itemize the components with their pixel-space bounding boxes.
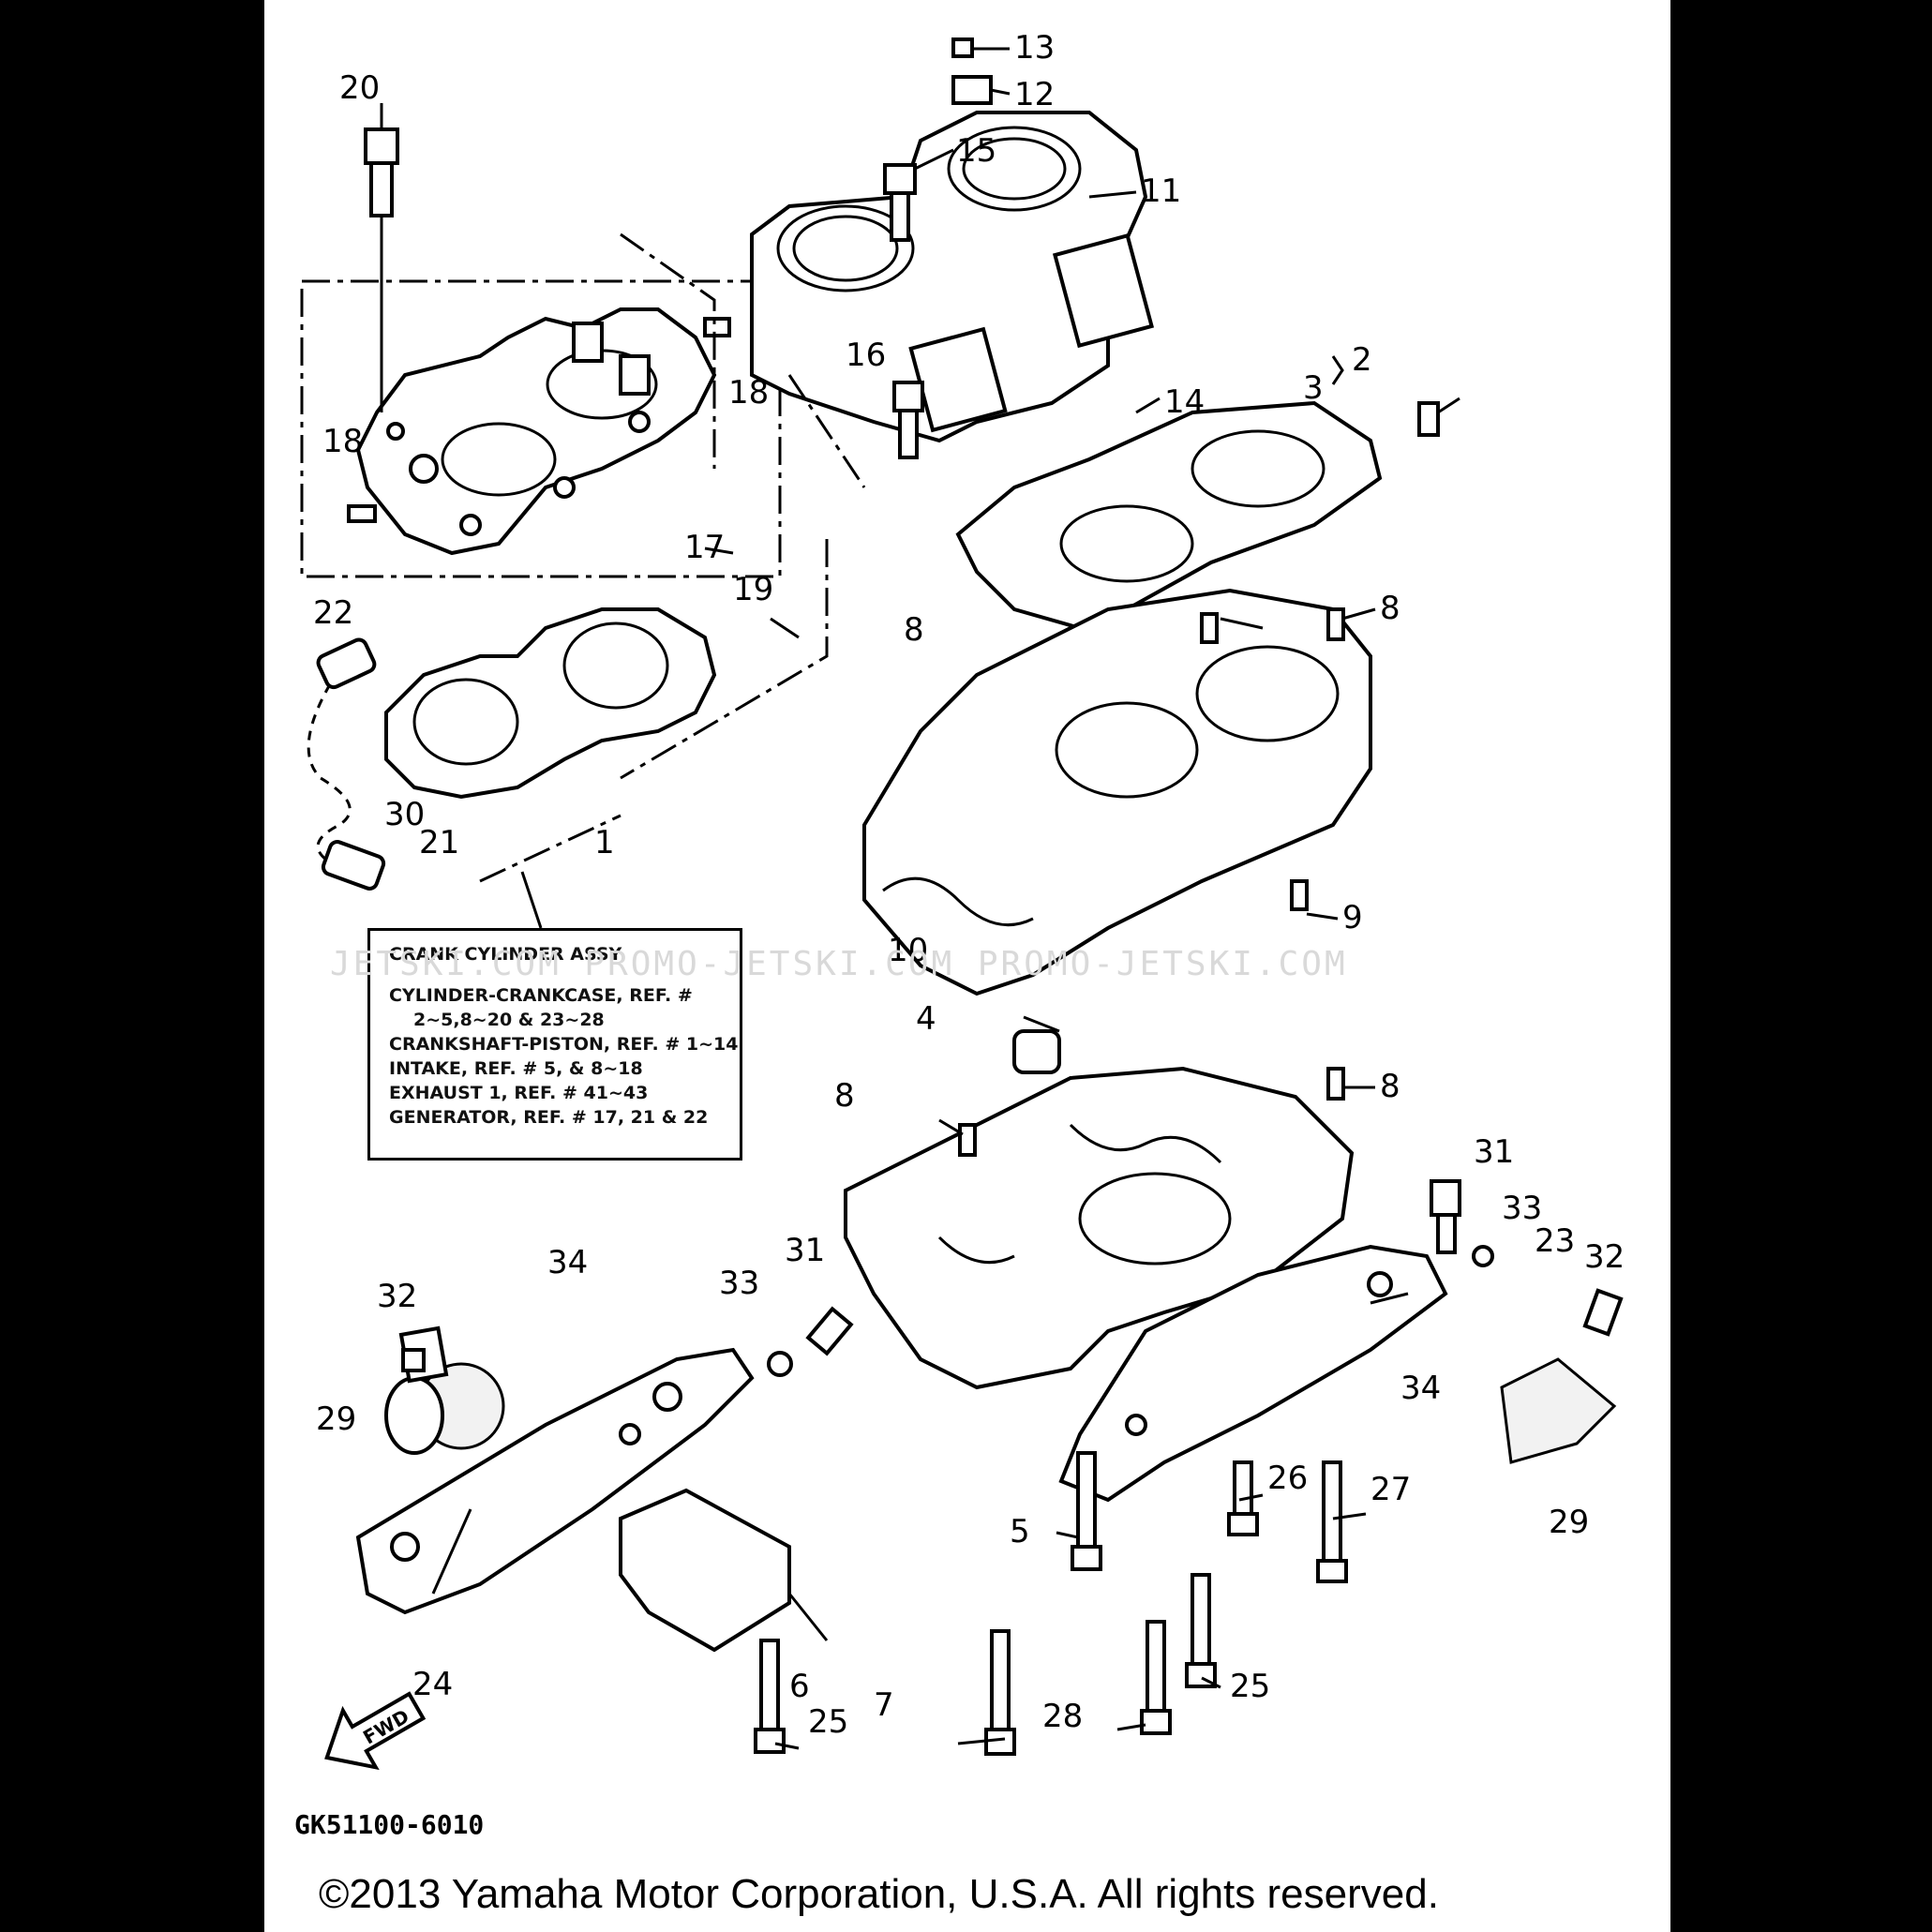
leader-lines — [380, 47, 1460, 1750]
note-title: CRANK CYLINDER ASSY — [389, 944, 622, 965]
exploded-view-diagram: FWD 20 13 12 15 11 18 16 2 3 14 18 17 22… — [300, 29, 1625, 1771]
callout-4: 4 — [916, 1000, 936, 1038]
callout-32a: 32 — [377, 1278, 417, 1315]
callout-8c: 8 — [834, 1077, 855, 1115]
note-line: CYLINDER-CRANKCASE, REF. # — [389, 985, 693, 1006]
head-assembly-box — [300, 279, 782, 578]
note-line: CRANKSHAFT-PISTON, REF. # 1~14 — [389, 1034, 739, 1055]
note-line: INTAKE, REF. # 5, & 8~18 — [389, 1058, 643, 1079]
hose-line — [307, 683, 352, 864]
callout-18a: 18 — [728, 374, 769, 412]
callout-27: 27 — [1370, 1471, 1411, 1508]
callout-14: 14 — [1164, 383, 1205, 421]
callout-5: 5 — [1010, 1513, 1030, 1550]
mount-bracket-right — [1058, 1244, 1448, 1503]
callout-19: 19 — [733, 571, 773, 608]
callout-18b: 18 — [322, 423, 363, 460]
callout-23: 23 — [1535, 1222, 1575, 1260]
callout-25a: 25 — [1230, 1668, 1270, 1705]
dowel-9 — [1290, 879, 1309, 911]
bolt-31-right — [1430, 1179, 1461, 1217]
diagram-sheet: FWD 20 13 12 15 11 18 16 2 3 14 18 17 22… — [264, 0, 1670, 1932]
bolt-20 — [364, 127, 399, 165]
copyright: ©2013 Yamaha Motor Corporation, U.S.A. A… — [319, 1871, 1439, 1917]
dowel-8a — [1200, 612, 1219, 644]
bracket-6 — [619, 1488, 791, 1653]
dowel-8b — [1326, 607, 1345, 641]
callout-33b: 33 — [719, 1265, 759, 1302]
bearing-4 — [1012, 1029, 1061, 1074]
callout-3: 3 — [1303, 369, 1324, 407]
clamp-12 — [951, 75, 993, 105]
plug-18-right — [703, 317, 731, 337]
callout-22: 22 — [313, 594, 353, 632]
callout-15: 15 — [956, 132, 996, 170]
callout-31b: 31 — [785, 1232, 825, 1269]
note-line: 2~5,8~20 & 23~28 — [413, 1010, 605, 1030]
diagram-code: GK51100-6010 — [294, 1809, 485, 1840]
bolt-31-left — [805, 1306, 854, 1356]
dowel-8d — [1326, 1067, 1345, 1101]
bolt-16 — [892, 381, 924, 412]
callout-8b: 8 — [1380, 590, 1400, 627]
callout-7: 7 — [874, 1686, 894, 1724]
bolt-15 — [883, 163, 917, 195]
callout-21: 21 — [419, 824, 459, 861]
callout-6: 6 — [789, 1668, 810, 1705]
screw-13 — [951, 37, 974, 58]
callout-labels: 20 13 12 15 11 18 16 2 3 14 18 17 22 19 … — [313, 29, 1625, 1741]
callout-1: 1 — [594, 824, 615, 861]
callout-29a: 29 — [316, 1400, 356, 1438]
callout-25b: 25 — [808, 1703, 848, 1741]
dowel-8c — [958, 1123, 977, 1157]
callout-29b: 29 — [1549, 1504, 1589, 1541]
callout-9: 9 — [1342, 899, 1363, 936]
dowel-3 — [1417, 401, 1440, 437]
callout-26: 26 — [1267, 1460, 1308, 1497]
washer-33-left — [767, 1351, 793, 1377]
note-line: EXHAUST 1, REF. # 41~43 — [389, 1083, 649, 1103]
bolt-32-right — [1582, 1288, 1624, 1337]
callout-17: 17 — [684, 529, 725, 566]
mount-bracket-left — [355, 1347, 755, 1615]
note-line: GENERATOR, REF. # 17, 21 & 22 — [389, 1107, 709, 1128]
callout-31a: 31 — [1474, 1133, 1514, 1171]
callout-16: 16 — [846, 337, 886, 374]
callout-30: 30 — [384, 796, 425, 833]
crankcase-upper — [862, 588, 1372, 996]
callout-32b: 32 — [1584, 1238, 1625, 1276]
callout-28: 28 — [1042, 1698, 1083, 1735]
hose-fitting-22 — [316, 637, 377, 690]
callout-11: 11 — [1141, 172, 1181, 210]
callout-34a: 34 — [547, 1244, 588, 1281]
watermark: JETSKI.COM PROMO-JETSKI.COM PROMO-JETSKI… — [330, 945, 1348, 983]
hose-fitting-21 — [321, 840, 386, 891]
washer-33-right — [1472, 1245, 1494, 1267]
callout-2: 2 — [1352, 341, 1372, 379]
head-gasket — [384, 607, 717, 800]
callout-34b: 34 — [1400, 1370, 1441, 1407]
assembly-note-box: CRANK CYLINDER ASSY CYLINDER-CRANKCASE, … — [367, 928, 742, 1161]
callout-8d: 8 — [1380, 1068, 1400, 1105]
callout-12: 12 — [1014, 76, 1055, 113]
callout-24: 24 — [412, 1666, 453, 1703]
callout-20: 20 — [339, 69, 380, 107]
callout-10: 10 — [888, 932, 928, 969]
bolt-32-left — [401, 1348, 426, 1372]
callout-13: 13 — [1014, 29, 1055, 67]
callout-8a: 8 — [904, 611, 924, 649]
callout-33a: 33 — [1502, 1190, 1542, 1227]
plug-18-left — [347, 504, 377, 523]
damper-29-right — [1500, 1357, 1617, 1464]
